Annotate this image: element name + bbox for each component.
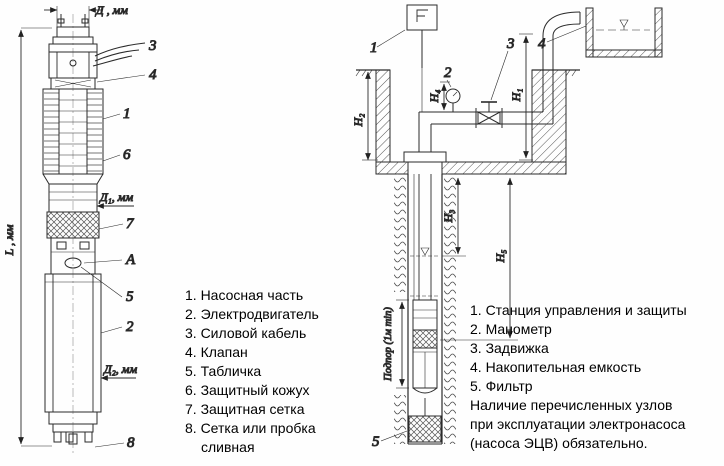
control-station	[406, 4, 438, 112]
dim-d2-label: Д₂, мм	[103, 362, 137, 376]
drain-plug	[68, 433, 78, 445]
callout-leaders-left	[80, 74, 146, 448]
callout-3-cable: 3	[148, 38, 157, 54]
dim-h3	[442, 177, 466, 257]
callout-6-casing: 6	[123, 147, 131, 163]
pump-unit-drawing: Д , мм L , мм Д₁, мм Д₂, мм 3 4 1 6 7 А …	[2, 3, 158, 454]
callout-leaders-right	[376, 25, 587, 442]
callout-3-gate-valve: 3	[506, 36, 515, 52]
legend-item: 8. Сетка или пробка сливная	[185, 420, 316, 455]
legend-note: Наличие перечисленных узлов при эксплуат…	[470, 397, 686, 451]
control-station-icon	[416, 9, 428, 22]
callout-4-tank: 4	[538, 36, 546, 52]
surface-piping	[418, 11, 581, 152]
dim-h4-label: Н₄	[427, 90, 441, 104]
legend-item: 2. Манометр	[470, 321, 552, 337]
dim-top-diameter-label: Д , мм	[95, 3, 128, 17]
legend-item: 6. Защитный кожух	[185, 382, 310, 398]
legend-item: 4. Клапан	[185, 344, 248, 360]
well-filter	[408, 415, 442, 443]
dim-length	[18, 27, 52, 447]
dim-h1	[519, 33, 533, 161]
ground-and-chamber	[355, 69, 580, 175]
callout-4-valve: 4	[149, 67, 157, 83]
callout-A-view: А	[125, 252, 136, 268]
dim-length-label: L , мм	[2, 224, 16, 256]
pump-bottom	[48, 411, 98, 445]
well-bore	[394, 174, 456, 445]
callout-2-manometer: 2	[444, 65, 452, 81]
legend-item: 1. Станция управления и защиты	[470, 302, 687, 318]
submergence-label: Подпор (1м min)	[383, 307, 394, 382]
legend-item: 3. Задвижка	[470, 340, 549, 356]
gate-valve	[477, 101, 501, 125]
legend-item: 1. Насосная часть	[185, 287, 304, 303]
dim-h1-label: Н₁	[509, 89, 523, 103]
submersible-pump	[412, 299, 438, 416]
pump-body-upper	[42, 88, 104, 175]
pump-parts-legend: 1. Насосная часть 2. Электродвигатель 3.…	[185, 286, 339, 457]
dim-h5	[440, 177, 518, 341]
legend-item: 3. Силовой кабель	[185, 325, 307, 341]
legend-item: 7. Защитная сетка	[185, 401, 305, 417]
water-level-icon	[619, 19, 629, 28]
pump-top-cap	[52, 14, 94, 45]
callout-7-screen: 7	[126, 216, 135, 232]
installation-drawing: 1 2 3 4 5 Н₂ Н₁ Н₄ Н₃ Н₅ Подпор (1м min)	[351, 4, 663, 451]
dim-submergence	[396, 299, 409, 389]
callout-5-filter: 5	[372, 434, 380, 450]
dim-h2-label: Н₂	[351, 114, 365, 128]
power-cable	[92, 42, 146, 67]
callout-1-control-station: 1	[370, 40, 378, 56]
dim-h2	[362, 71, 378, 161]
legend-item: 4. Накопительная емкость	[470, 359, 642, 375]
legend-item: 5. Фильтр	[470, 378, 533, 394]
callout-5-plate: 5	[126, 289, 134, 305]
callout-2-motor: 2	[126, 319, 134, 335]
static-level-icon	[420, 247, 430, 256]
dim-h5-label: Н₅	[493, 250, 507, 264]
dim-h4	[440, 81, 450, 111]
manometer	[445, 88, 461, 112]
dim-top-diameter	[44, 6, 101, 27]
nameplate	[64, 257, 82, 269]
well-head-flange	[403, 151, 447, 163]
pump-intake-section	[42, 173, 104, 239]
callout-8-drain: 8	[127, 435, 135, 451]
dim-d1-label: Д₁, мм	[99, 190, 133, 204]
storage-tank	[585, 7, 663, 58]
callout-1-pump-section: 1	[123, 106, 131, 122]
dim-h3-label: Н₃	[441, 210, 455, 224]
installation-legend: 1. Станция управления и защиты 2. Маноме…	[470, 301, 724, 453]
legend-item: 2. Электродвигатель	[185, 306, 319, 322]
legend-item: 5. Табличка	[185, 363, 262, 379]
